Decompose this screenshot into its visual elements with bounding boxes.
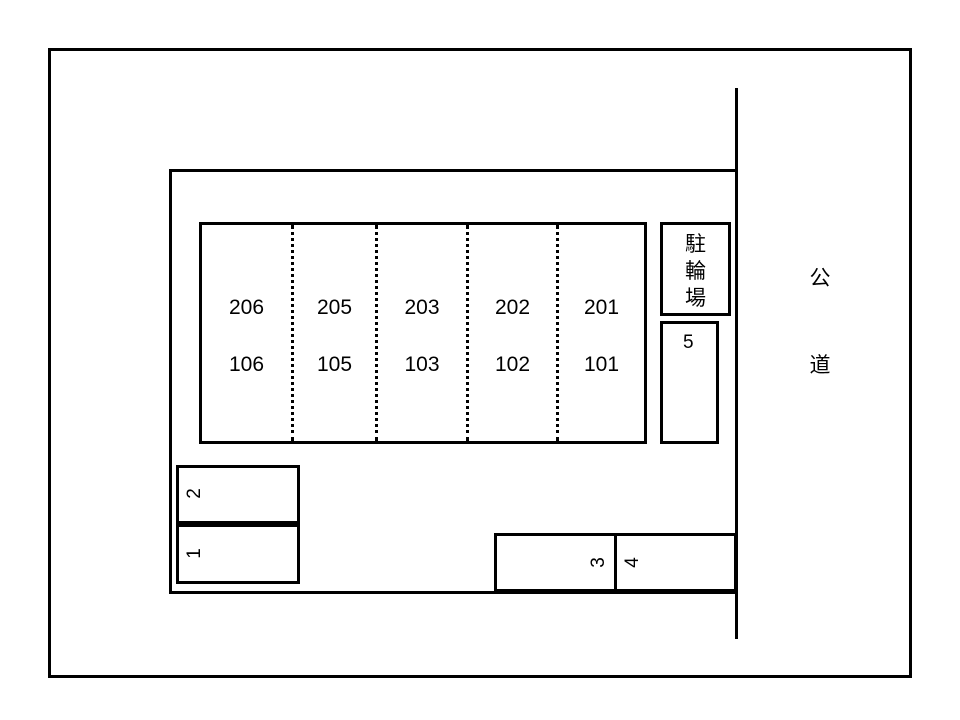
- unit-label: 103: [404, 353, 440, 376]
- site-border: [48, 48, 912, 678]
- road-label-char: 公: [809, 266, 831, 290]
- parking-space-3: 3: [494, 533, 617, 592]
- parking-space-2: 2: [176, 465, 300, 524]
- unit-label: 205: [316, 296, 353, 319]
- parking-space-1: 1: [176, 524, 300, 584]
- unit-column-202-102: 202 102: [466, 225, 556, 441]
- unit-column-205-105: 205 105: [291, 225, 375, 441]
- unit-label: 203: [404, 296, 440, 319]
- road-edge-line: [735, 88, 738, 639]
- parking-space-5: 5: [660, 321, 719, 444]
- parking-space-number: 3: [587, 557, 609, 568]
- parking-space-4: 4: [614, 533, 737, 592]
- bicycle-parking-char: 駐: [685, 232, 706, 256]
- unit-label: 106: [228, 353, 265, 376]
- unit-label: 201: [583, 296, 620, 319]
- road-label-char: 道: [809, 353, 831, 377]
- parking-space-number: 2: [183, 488, 205, 499]
- lot-boundary-left: [169, 169, 172, 594]
- unit-label: 202: [494, 296, 531, 319]
- bicycle-parking-char: 場: [685, 286, 706, 310]
- bicycle-parking: 駐 輪 場: [660, 222, 731, 316]
- bicycle-parking-label: 駐 輪 場: [663, 231, 728, 312]
- bicycle-parking-char: 輪: [685, 259, 706, 283]
- unit-label: 102: [494, 353, 531, 376]
- parking-space-number: 1: [183, 548, 205, 559]
- lot-boundary-top: [169, 169, 737, 172]
- apartment-building: 206 106 205 105 203 103 202 102 201 101: [199, 222, 647, 444]
- unit-column-206-106: 206 106: [202, 225, 291, 441]
- unit-label: 206: [228, 296, 265, 319]
- parking-space-number: 5: [683, 332, 694, 353]
- parking-space-number: 4: [621, 557, 643, 568]
- unit-column-201-101: 201 101: [556, 225, 644, 441]
- unit-column-203-103: 203 103: [375, 225, 466, 441]
- unit-label: 101: [583, 353, 620, 376]
- lot-boundary-bottom: [169, 591, 737, 594]
- unit-label: 105: [316, 353, 353, 376]
